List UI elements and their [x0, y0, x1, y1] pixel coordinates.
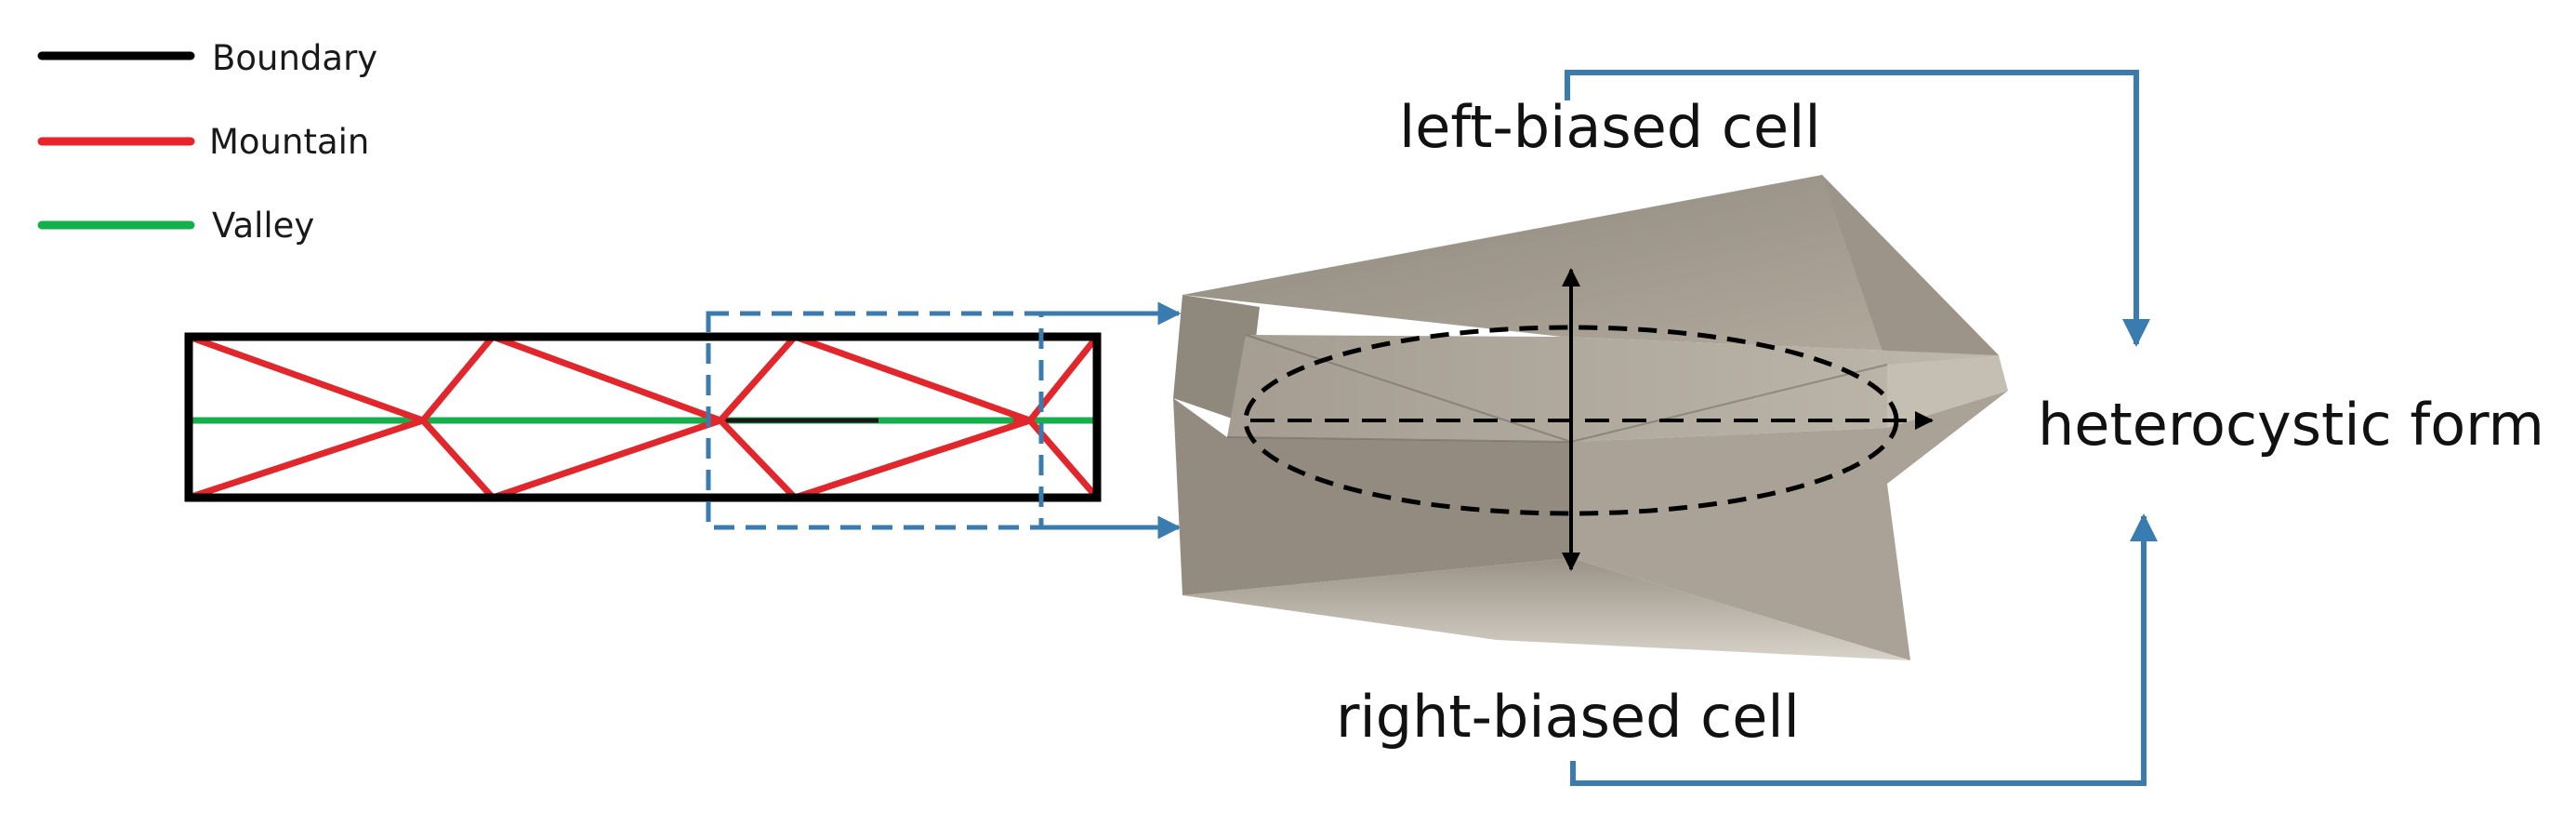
label-right-biased-cell: right-biased cell [1336, 683, 1800, 751]
cell-face-right-top [1822, 175, 1999, 365]
selection-box [706, 311, 1044, 530]
cell-face-lower-right [1571, 391, 2008, 660]
arrow-left-biased-to-form [1565, 70, 2150, 347]
connector-arrows [1565, 70, 2158, 786]
legend-label-valley: Valley [212, 206, 314, 246]
cell-face-top [1182, 175, 1999, 355]
legend-item-valley: Valley [37, 206, 314, 246]
legend: Boundary Mountain Valley [37, 38, 377, 246]
label-left-biased-cell: left-biased cell [1399, 93, 1821, 161]
cell-face-middle [1227, 335, 1999, 442]
cell-face-bottom [1182, 558, 1910, 660]
cell-face-lower-left [1173, 398, 1571, 595]
cell-face-right-tip [1887, 355, 2008, 428]
boundary-rectangle [184, 332, 1102, 502]
legend-item-mountain: Mountain [37, 122, 369, 162]
arrow-right-biased-to-form [1570, 513, 2158, 786]
expansion-arrows [1041, 301, 1182, 540]
label-heterocystic-form: heterocystic form [2038, 391, 2544, 459]
folded-cell-3d [1173, 175, 2008, 660]
legend-item-boundary: Boundary [37, 38, 377, 78]
legend-label-mountain: Mountain [209, 122, 369, 162]
mountain-creases [187, 333, 1100, 501]
crease-pattern [184, 311, 1102, 530]
legend-label-boundary: Boundary [212, 38, 377, 78]
